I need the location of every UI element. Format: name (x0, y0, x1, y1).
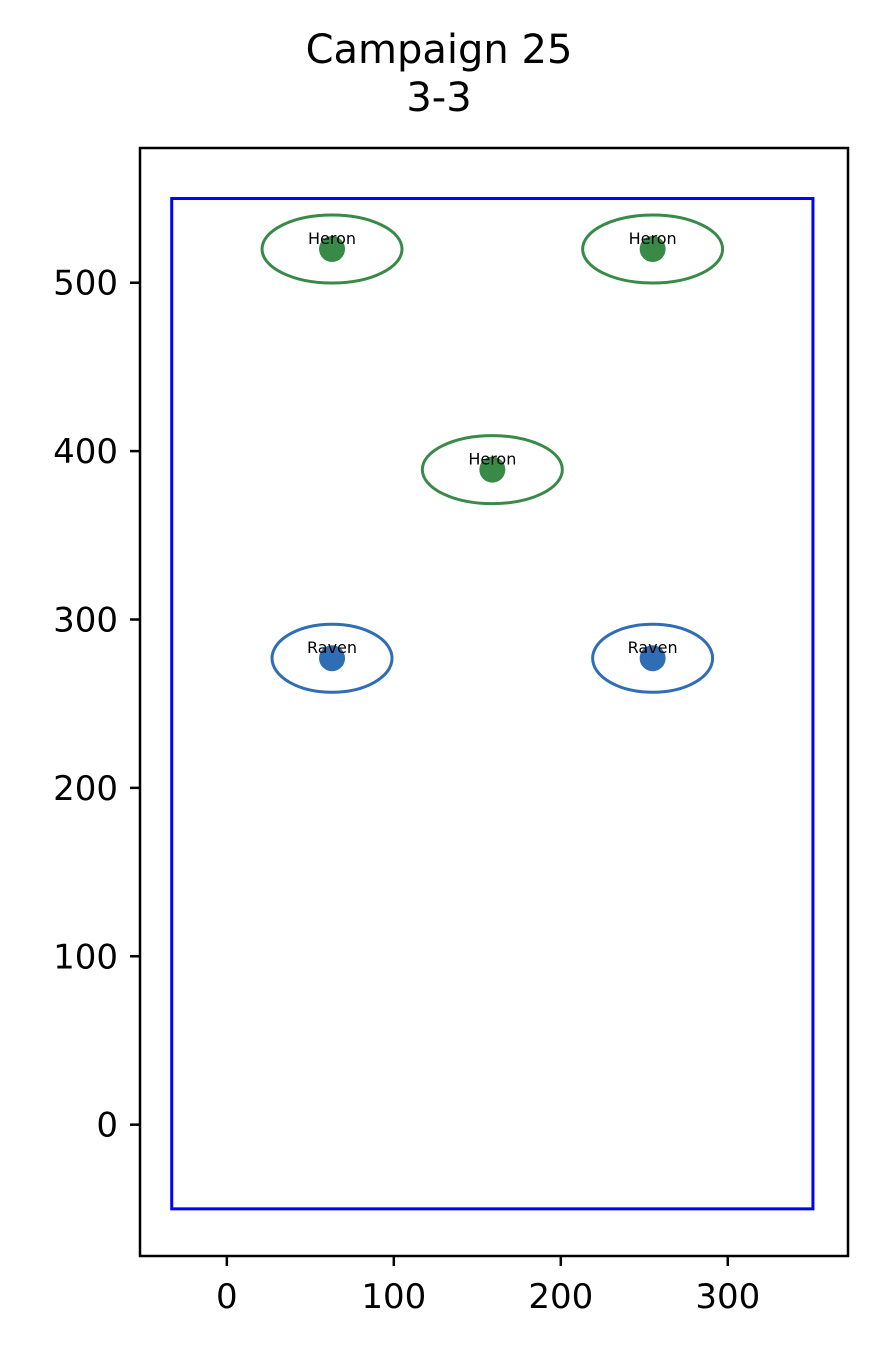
x-tick-label-2: 200 (528, 1277, 593, 1317)
x-tick-label-0: 0 (216, 1277, 238, 1317)
boundary-rect (170, 197, 815, 1211)
chart-title-block: Campaign 25 3-3 (0, 26, 878, 122)
point-ellipse-3 (270, 622, 394, 694)
point-ellipse-1 (581, 213, 725, 285)
point-label-4: Raven (628, 638, 678, 657)
data-point-0 (319, 236, 346, 263)
x-tick-label-3: 300 (695, 1277, 760, 1317)
data-point-2 (479, 456, 506, 483)
chart-subtitle: 3-3 (406, 75, 472, 121)
y-tick-label-4: 400 (53, 432, 118, 472)
data-point-3 (319, 645, 346, 672)
data-point-1 (639, 236, 666, 263)
y-tick-label-3: 300 (53, 600, 118, 640)
point-ellipse-4 (591, 622, 715, 694)
point-ellipse-0 (260, 213, 404, 285)
y-tick-label-5: 500 (53, 264, 118, 304)
point-label-0: Heron (308, 229, 356, 248)
y-tick-label-2: 200 (53, 769, 118, 809)
y-tick-label-0: 0 (96, 1106, 118, 1146)
point-label-2: Heron (468, 450, 516, 469)
x-tick-label-1: 100 (361, 1277, 426, 1317)
point-label-1: Heron (629, 229, 677, 248)
y-tick-label-1: 100 (53, 937, 118, 977)
point-ellipse-2 (420, 434, 564, 506)
point-label-3: Raven (307, 638, 357, 657)
data-point-4 (639, 645, 666, 672)
chart-title: Campaign 25 (305, 27, 573, 73)
axes-frame (138, 146, 850, 1258)
